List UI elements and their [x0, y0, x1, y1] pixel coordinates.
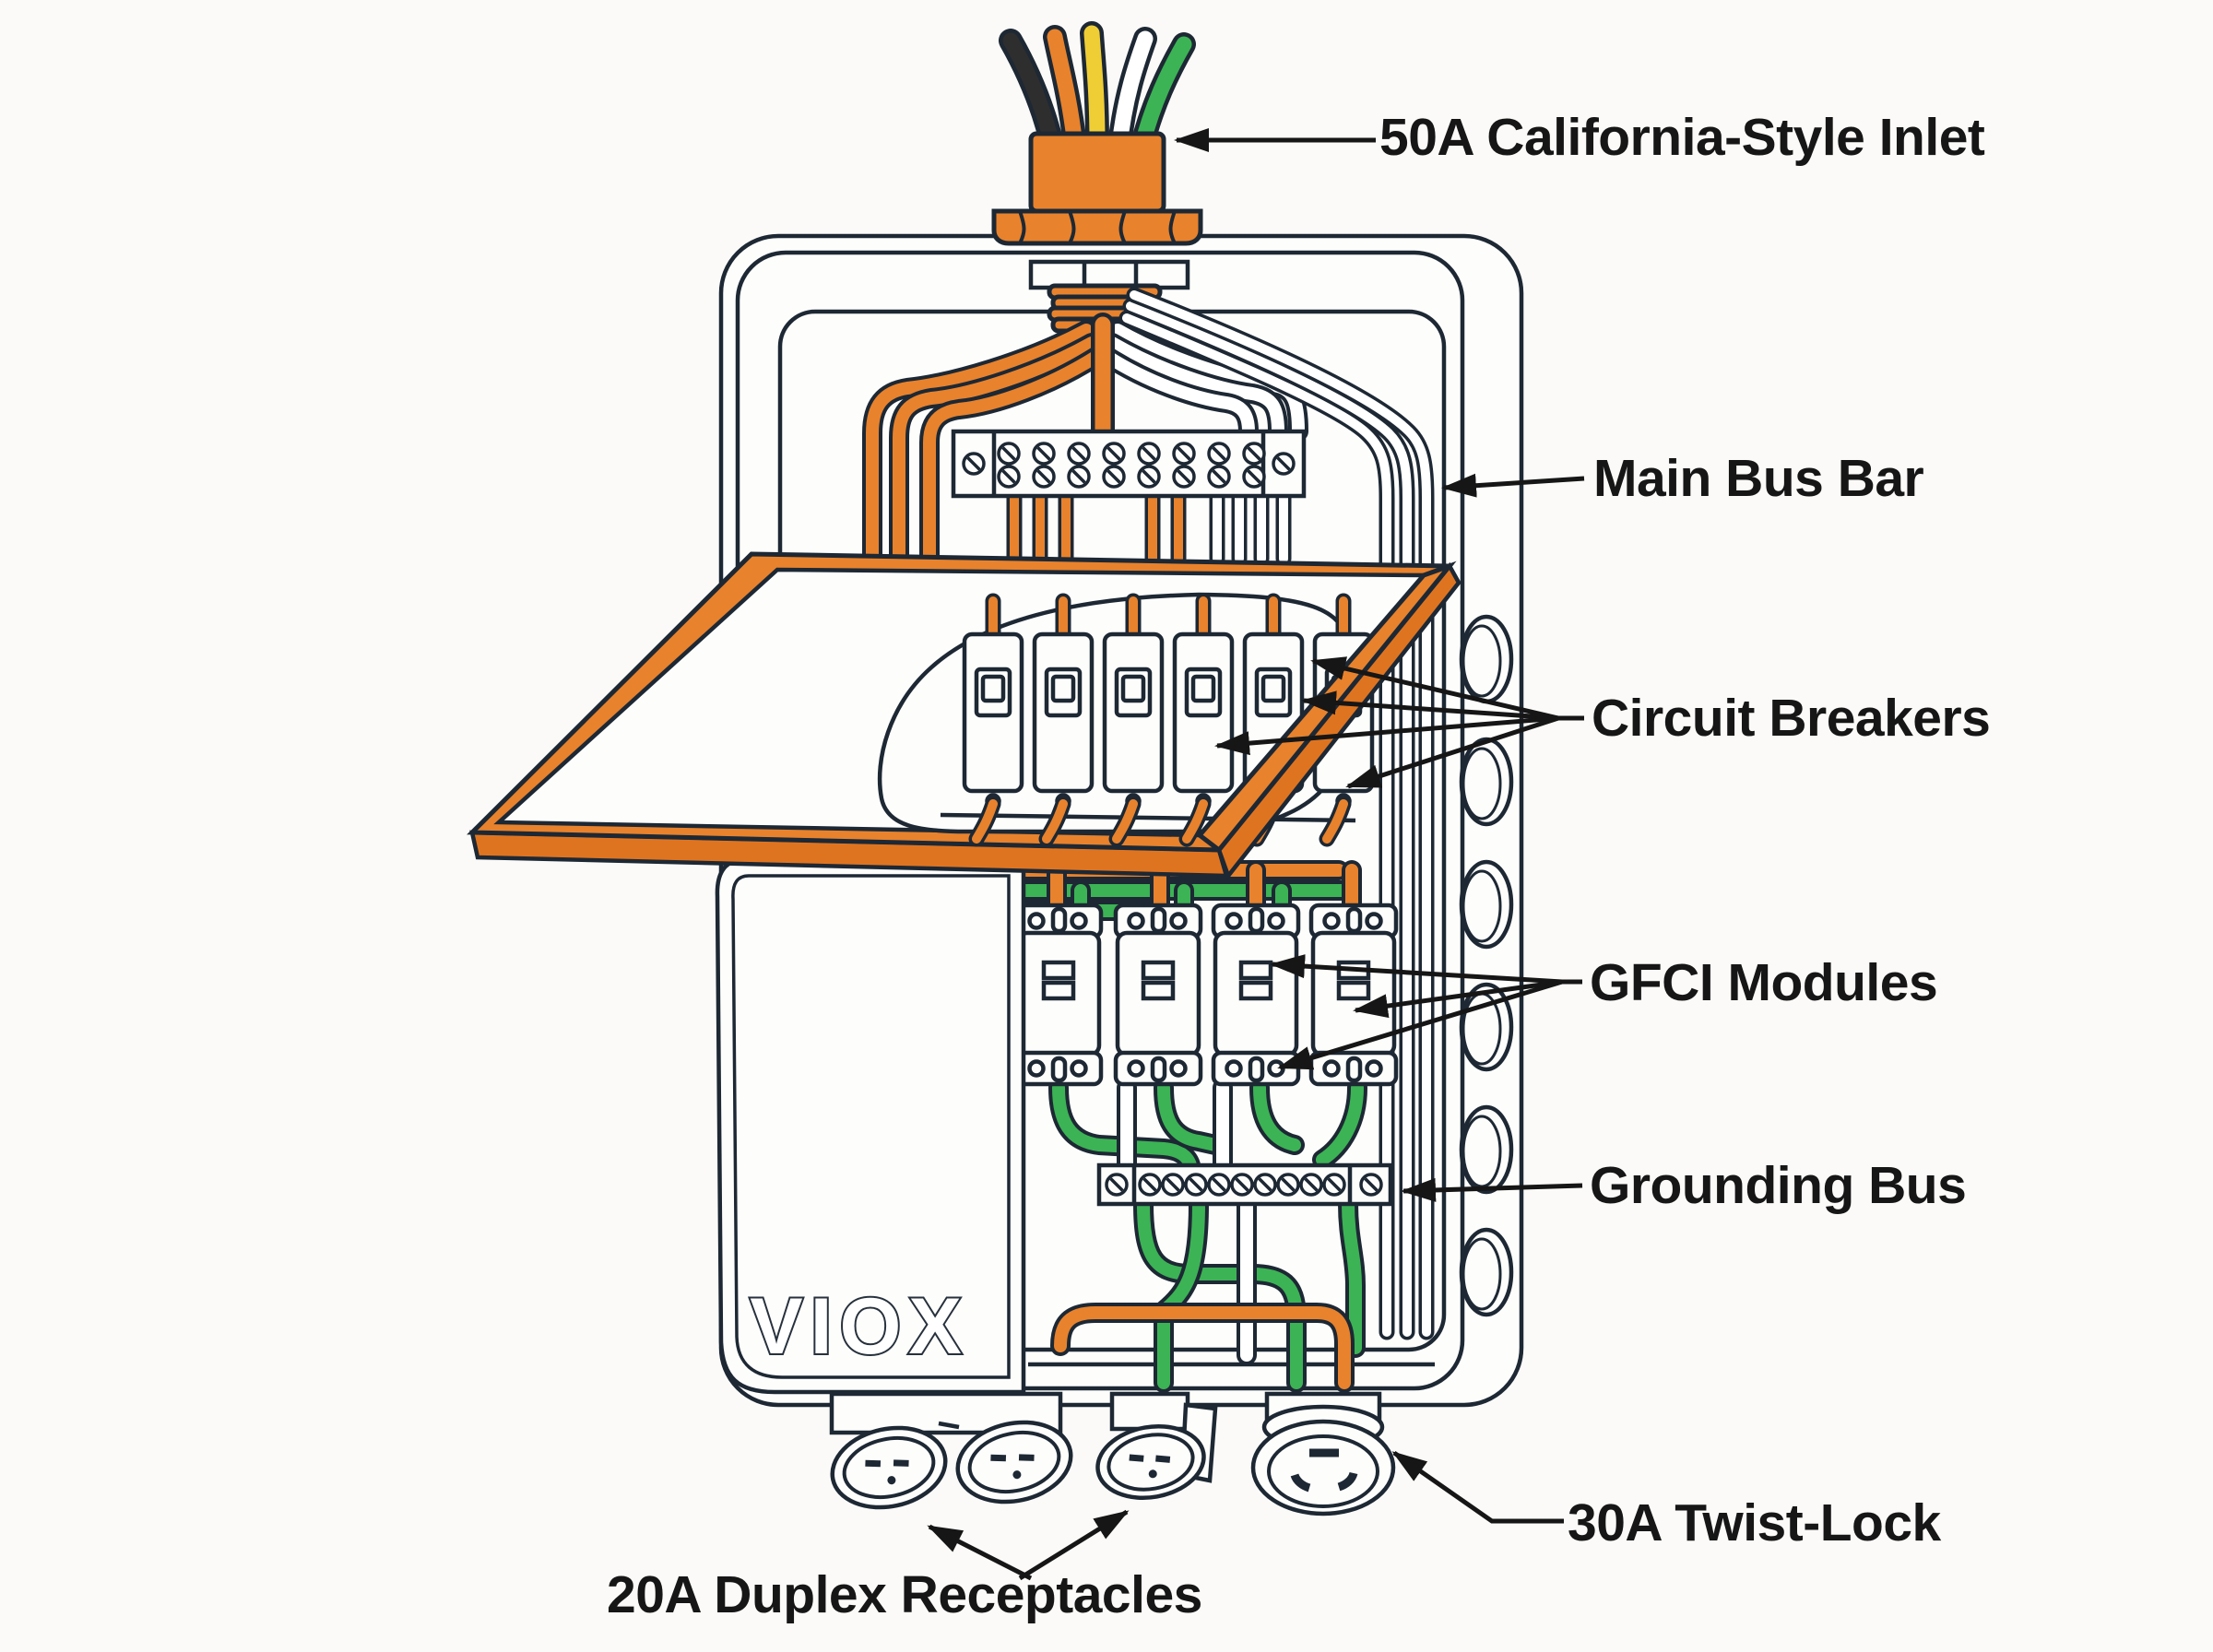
main-bus-bar [951, 429, 1307, 499]
label-main-bus: Main Bus Bar [1593, 449, 1924, 508]
label-breakers: Circuit Breakers [1592, 689, 1991, 748]
gfci-module-1 [1016, 905, 1101, 1084]
label-inlet: 50A California-Style Inlet [1379, 108, 1985, 167]
leader-lines [927, 128, 1585, 1581]
power-inlet [991, 131, 1203, 246]
gfci-module-2 [1116, 905, 1201, 1084]
grounding-bus [1096, 1162, 1393, 1207]
breaker-4 [1175, 634, 1232, 808]
leader-breakers [1214, 656, 1584, 789]
label-duplex: 20A Duplex Receptacles [607, 1565, 1202, 1624]
breaker-3 [1105, 634, 1162, 808]
breaker-2 [1035, 634, 1092, 808]
inlet-hex-nut [991, 208, 1203, 246]
label-gfci: GFCI Modules [1590, 953, 1938, 1012]
label-twist-lock: 30A Twist-Lock [1568, 1493, 1941, 1552]
leader-grounding [1401, 1177, 1583, 1202]
inlet-wires [1011, 33, 1184, 148]
gfci-module-4 [1311, 905, 1396, 1084]
breaker-1 [964, 634, 1022, 808]
receptacle-duplex-middle [1095, 1391, 1218, 1501]
front-door: VIOX [715, 858, 1026, 1395]
receptacle-twist-lock [1250, 1391, 1396, 1516]
leader-twist-lock [1391, 1450, 1564, 1524]
circuit-breaker-panel [877, 592, 1372, 839]
brand-logo: VIOX [750, 1282, 969, 1371]
label-grounding: Grounding Bus [1590, 1156, 1967, 1215]
leader-duplex [927, 1509, 1130, 1581]
receptacle-duplex-left [829, 1391, 1073, 1510]
leader-gfci [1270, 954, 1582, 1070]
leader-main-bus [1441, 473, 1585, 498]
gfci-module-3 [1213, 905, 1298, 1084]
